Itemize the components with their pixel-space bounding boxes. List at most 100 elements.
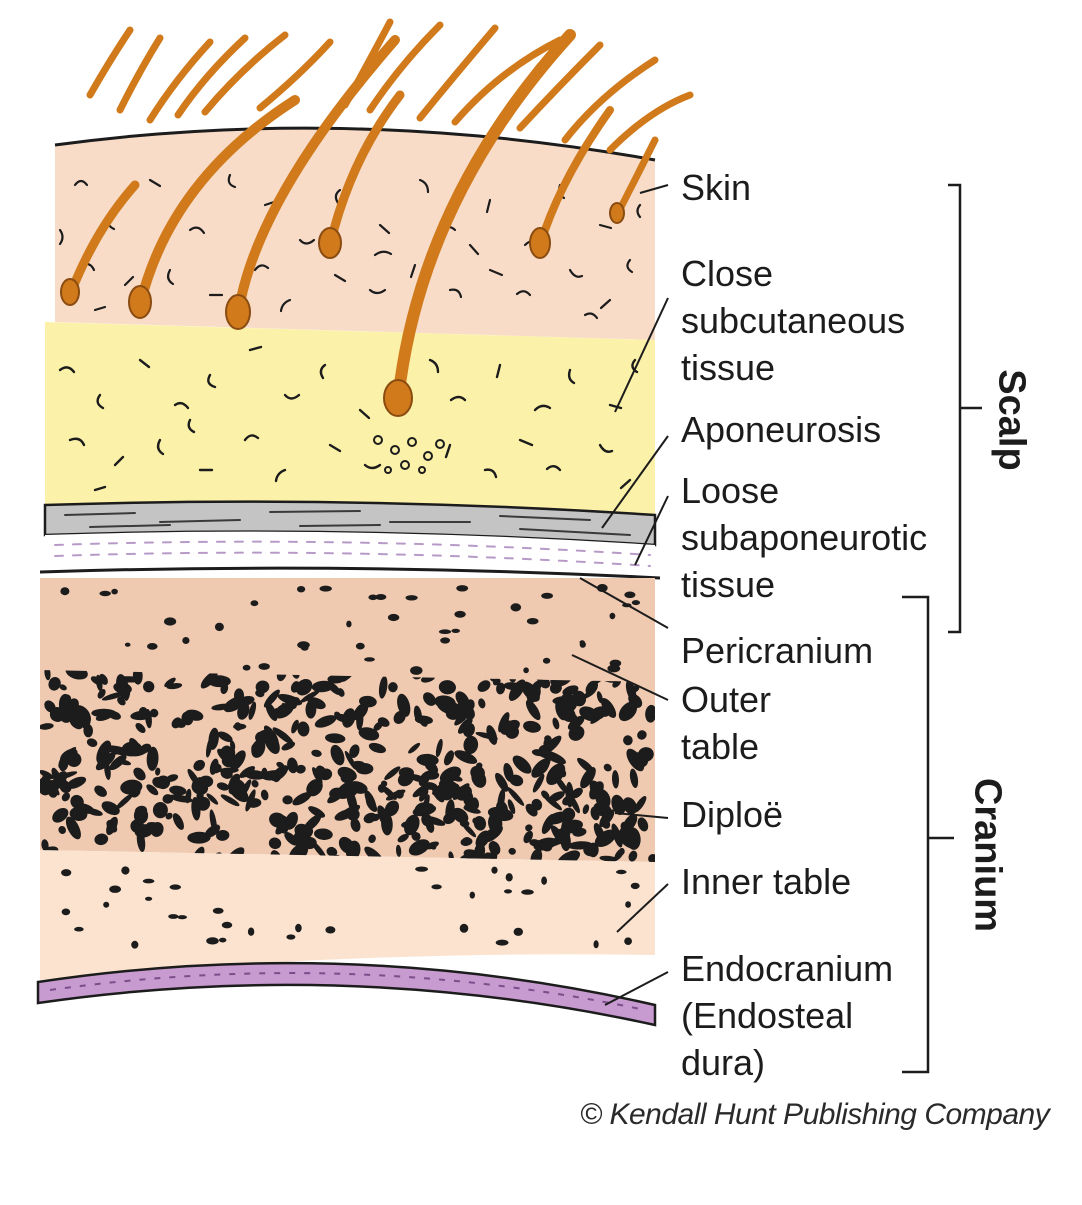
bone-pore	[451, 628, 461, 634]
diploe-blob	[404, 814, 420, 836]
label-outer-table: Outer table	[681, 679, 772, 767]
diploe-blob	[314, 828, 333, 840]
diploe-blob	[397, 833, 409, 843]
diploe-blob	[330, 744, 345, 766]
diploe-blob	[358, 727, 380, 741]
diploe-blob	[61, 747, 77, 759]
diploe-blob	[308, 806, 326, 818]
diploe-blob	[101, 801, 120, 816]
bone-pore	[624, 937, 632, 945]
bone-pore	[61, 869, 72, 877]
diploe-blob	[471, 769, 487, 788]
diploe-blob	[65, 670, 88, 680]
label-pericranium: Pericranium	[681, 630, 874, 671]
bone-pore	[456, 585, 469, 592]
diploe-blob	[508, 679, 526, 701]
diploe-blob	[65, 816, 81, 840]
diploe-blob	[541, 790, 550, 800]
diploe-blob	[558, 827, 577, 834]
diploe-blob	[66, 776, 87, 789]
diploe-blob	[228, 746, 236, 761]
diploe-blob	[300, 690, 320, 703]
diploe-blob	[106, 816, 118, 836]
diploe-blob	[438, 779, 459, 795]
bone-pore	[410, 666, 423, 675]
bone-pore	[579, 640, 585, 645]
diploe-blob	[44, 700, 56, 713]
diploe-blob	[325, 733, 346, 744]
diploe-blob	[544, 741, 555, 749]
diploe-blob	[580, 767, 596, 789]
bone-pore	[624, 591, 636, 599]
diploe-blob	[611, 770, 620, 789]
diploe-blob	[145, 708, 152, 729]
diploe-blob	[166, 683, 183, 690]
diploe-blob	[593, 823, 606, 843]
diploe-blob	[570, 787, 583, 799]
diploe-blob	[368, 834, 376, 844]
diploe-blob	[108, 711, 121, 720]
diploe-blob	[287, 757, 298, 774]
loose-tissue-layer	[45, 531, 655, 570]
diploe-blob	[334, 809, 354, 821]
diploe-blob	[117, 676, 142, 683]
diploe-blob	[630, 685, 640, 693]
diploe-blob	[217, 731, 233, 743]
diploe-blob	[488, 841, 501, 856]
diploe-blob	[553, 774, 570, 796]
diploe-blob	[473, 815, 487, 831]
diploe-blob	[344, 750, 357, 770]
diploe-blob	[525, 824, 533, 832]
group-label-scalp: Scalp	[990, 369, 1033, 471]
bone-pore	[431, 884, 442, 890]
bone-pore	[99, 590, 111, 597]
bone-pore	[459, 923, 469, 933]
diploe-blob	[136, 829, 146, 853]
diploe-blob	[216, 782, 230, 791]
diploe-blob	[340, 771, 356, 784]
diploe-blob	[69, 807, 88, 821]
diploe-blob	[130, 786, 141, 798]
diploe-blob	[582, 804, 590, 815]
diploe-blob	[305, 700, 317, 719]
diploe-blob	[532, 773, 545, 793]
diploe-blob	[44, 670, 51, 681]
diploe-blob	[435, 738, 443, 758]
diploe-blob	[630, 752, 644, 766]
diploe-blob	[380, 780, 388, 787]
diploe-blob	[388, 682, 398, 693]
diploe-blob	[567, 715, 585, 731]
bone-pore	[258, 663, 270, 670]
diploe-blob	[228, 786, 238, 795]
diploe-blob	[40, 770, 54, 780]
bone-pore	[491, 866, 498, 874]
diploe-blob	[619, 827, 638, 848]
diploe-blob	[562, 795, 573, 806]
label-skin: Skin	[681, 167, 752, 208]
bone-pore	[121, 866, 130, 875]
diploe-blob	[169, 794, 193, 803]
diploe-blob	[622, 797, 638, 815]
bone-pore	[523, 667, 529, 674]
diploe-blob	[488, 813, 503, 833]
diploe-blob	[455, 691, 470, 708]
diploe-blob	[611, 823, 623, 848]
skin-surface-line	[54, 126, 656, 162]
diploe-blob	[156, 775, 171, 790]
diploe-blob	[187, 831, 211, 844]
diploe-blob	[424, 760, 439, 774]
diploe-blob	[273, 702, 294, 719]
diploe-blob	[384, 766, 401, 780]
bone-pore	[214, 622, 224, 632]
diploe-blob	[169, 785, 187, 796]
diploe-blob	[460, 837, 473, 846]
endocranium-layer	[36, 961, 657, 1027]
bone-pore	[510, 603, 522, 612]
diploe-blob	[628, 850, 638, 862]
diploe-blob	[603, 763, 612, 772]
bone-pore	[206, 937, 219, 945]
bone-pore	[147, 643, 158, 650]
bone-pore	[111, 588, 118, 595]
diploe-blob	[133, 767, 146, 781]
diploe-blob	[526, 684, 541, 703]
